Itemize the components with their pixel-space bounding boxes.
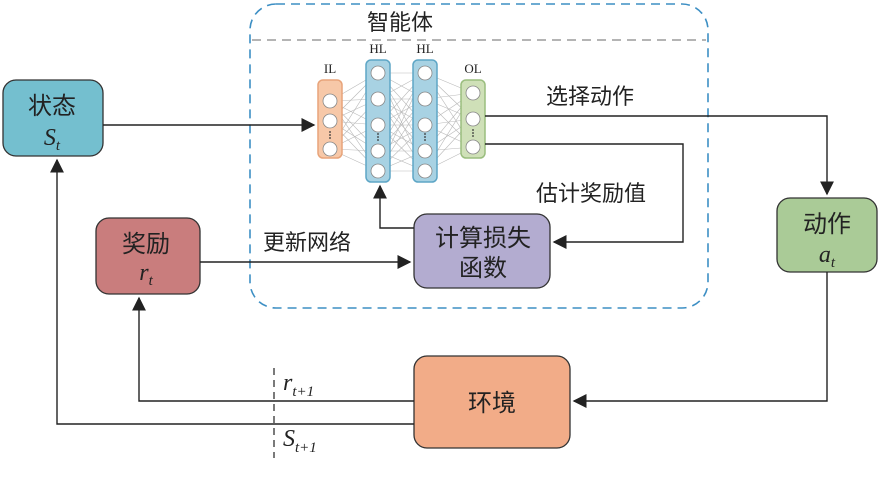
neuron: [322, 113, 338, 129]
state-box: [2, 79, 104, 157]
neuron: [370, 143, 386, 159]
ellipsis-dot: [424, 136, 426, 138]
environment-box: [413, 355, 571, 449]
label-state-next: St+1: [283, 426, 317, 456]
label-select-action: 选择动作: [546, 85, 634, 110]
neuron: [370, 117, 386, 133]
label-update-network: 更新网络: [263, 231, 351, 256]
edges: [50, 115, 834, 458]
agent-group: 智能体: [249, 3, 709, 309]
neuron: [370, 163, 386, 179]
agent-border: [249, 3, 709, 309]
neuron: [370, 91, 386, 107]
agent-title: 智能体: [367, 11, 433, 36]
loss-box: [413, 213, 551, 289]
network-neurons: [322, 65, 481, 179]
label-estimate-reward: 估计奖励值: [536, 182, 646, 207]
ellipsis-dot: [329, 137, 331, 139]
arrow-action-to-environment: [572, 272, 828, 408]
reward-node: 奖励 rt: [95, 217, 201, 295]
neuron: [417, 143, 433, 159]
ellipsis-dot: [377, 136, 379, 138]
neuron: [370, 65, 386, 81]
ellipsis-dot: [329, 131, 331, 133]
loss-function-node: 计算损失 函数: [413, 213, 551, 289]
state-symbol: St: [44, 125, 61, 154]
neuron: [417, 117, 433, 133]
action-node: 动作 at: [776, 197, 878, 273]
neuron: [465, 111, 481, 127]
layer-label-hl-2: HL: [416, 41, 433, 56]
loss-label-line2: 函数: [459, 254, 507, 282]
layer-label-hl-1: HL: [369, 41, 386, 56]
neuron: [322, 141, 338, 157]
ellipsis-dot: [424, 139, 426, 141]
loss-label-line1: 计算损失: [435, 224, 531, 252]
layer-label-ol: OL: [464, 61, 481, 76]
reward-label: 奖励: [122, 230, 170, 258]
ellipsis-dot: [472, 132, 474, 134]
reward-box: [95, 217, 201, 295]
ellipsis-dot: [472, 135, 474, 137]
environment-node: 环境: [413, 355, 571, 449]
arrow-update-network: [373, 184, 414, 229]
neuron: [465, 139, 481, 155]
arrow-environment-to-reward: [132, 296, 414, 402]
state-node: 状态 St: [2, 79, 104, 157]
neuron: [417, 65, 433, 81]
arrow-estimate-reward: [485, 143, 684, 249]
neuron: [322, 93, 338, 109]
label-reward-next: rt+1: [283, 370, 314, 400]
ellipsis-dot: [472, 129, 474, 131]
network-connections: [329, 72, 474, 172]
arrow-select-action: [485, 115, 834, 196]
environment-label: 环境: [468, 389, 516, 417]
neuron: [465, 85, 481, 101]
arrow-environment-to-state: [50, 158, 414, 425]
action-label: 动作: [803, 210, 851, 238]
layer-label-il: IL: [324, 61, 336, 76]
neural-network: IL HL HL OL: [317, 41, 486, 183]
ellipsis-dot: [424, 133, 426, 135]
action-symbol: at: [819, 242, 836, 271]
reward-symbol: rt: [139, 260, 153, 289]
neuron: [417, 163, 433, 179]
ellipsis-dot: [377, 139, 379, 141]
neuron: [417, 91, 433, 107]
ellipsis-dot: [329, 134, 331, 136]
ellipsis-dot: [377, 133, 379, 135]
state-label: 状态: [28, 92, 76, 120]
